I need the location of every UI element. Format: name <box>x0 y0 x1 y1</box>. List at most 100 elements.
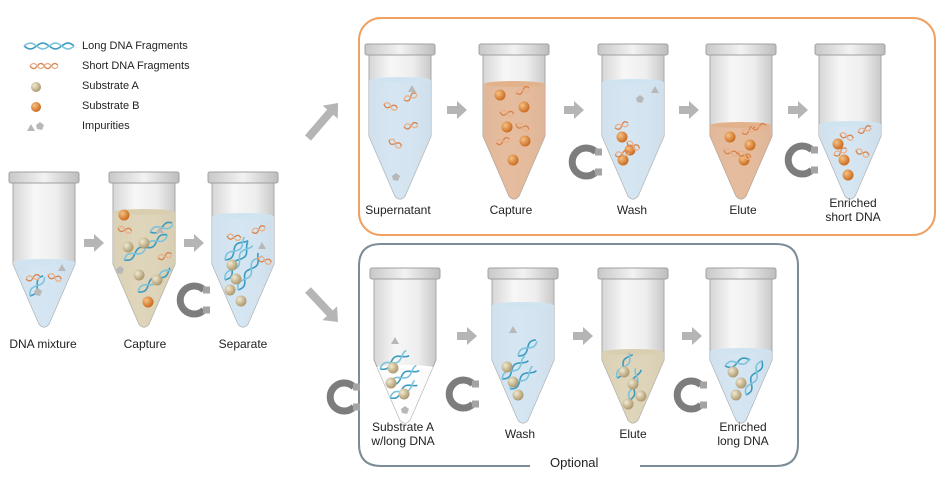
tube-substrate-a-long-dna <box>369 267 441 424</box>
substrate-b-bead <box>624 144 636 156</box>
short-dna-fragment <box>626 140 641 151</box>
tube-cap <box>814 43 886 56</box>
impurity <box>156 226 164 233</box>
substrate-a-bead <box>122 241 134 253</box>
short-dna-fragment <box>226 233 242 242</box>
short-dna-fragment <box>47 273 62 282</box>
legend-label-short-dna: Short DNA Fragments <box>82 60 190 72</box>
impurity <box>401 406 409 414</box>
impurity <box>636 95 644 103</box>
long-dna-fragment <box>149 221 174 234</box>
short-dna-fragment <box>855 148 870 158</box>
magnet-icon <box>784 142 818 178</box>
bottom-label-elute: Elute <box>619 427 647 441</box>
arrow-right-icon <box>447 101 467 119</box>
legend-label-substrate-b: Substrate B <box>82 100 140 112</box>
tube-cap <box>369 267 441 280</box>
short-dna-fragment <box>157 251 173 261</box>
short-dna-workflow-frame <box>358 17 936 236</box>
long-dna-fragment <box>23 42 75 50</box>
tube-separate <box>207 171 279 328</box>
short-dna-fragment <box>403 121 419 130</box>
substrate-a-bead <box>151 274 163 286</box>
substrate-a-bead <box>622 398 634 410</box>
impurity <box>391 337 399 344</box>
tube-top-elute <box>705 43 777 200</box>
substrate-a-bead <box>727 366 739 378</box>
top-label-capture: Capture <box>489 203 533 217</box>
substrate-b-bead <box>118 209 130 221</box>
impurity <box>34 288 42 296</box>
impurity <box>408 85 416 92</box>
magnet-icon <box>445 376 479 412</box>
short-dna-fragment <box>857 125 872 134</box>
top-label-wash: Wash <box>616 203 648 217</box>
tube-cap <box>364 43 436 56</box>
substrate-b-bead <box>501 121 513 133</box>
substrate-a-bead <box>507 376 519 388</box>
optional-label: Optional <box>536 455 613 470</box>
substrate-a-bead <box>387 362 399 374</box>
short-dna-fragment <box>25 273 41 282</box>
substrate-b-bead <box>738 154 750 166</box>
step-label-capture: Capture <box>123 337 167 351</box>
impurity <box>392 173 400 181</box>
legend-label-long-dna: Long DNA Fragments <box>82 40 188 52</box>
substrate-a-bead <box>31 82 41 92</box>
arrow-right-icon <box>184 234 204 252</box>
substrate-b-bead <box>744 139 756 151</box>
substrate-a-bead <box>226 259 238 271</box>
short-dna-fragment <box>495 136 511 146</box>
impurity <box>651 86 659 93</box>
tube-top-wash <box>597 43 669 200</box>
arrow-diagonal-icon <box>305 287 338 322</box>
long-dna-workflow-frame <box>358 243 799 467</box>
impurity <box>258 242 266 249</box>
arrow-right-icon <box>457 327 477 345</box>
top-label-enriched-short-dna: Enriched short DNA <box>825 196 881 224</box>
substrate-a-bead <box>512 389 524 401</box>
short-dna-fragment <box>614 121 629 130</box>
tube-cap <box>207 171 279 184</box>
substrate-a-bead <box>133 269 145 281</box>
tube-capture <box>108 171 180 328</box>
substrate-a-bead <box>224 284 236 296</box>
substrate-a-bead <box>635 390 647 402</box>
tube-cap <box>705 267 777 280</box>
short-dna-fragment <box>839 132 854 141</box>
long-dna-fragment <box>224 241 254 281</box>
short-dna-fragment <box>43 62 59 70</box>
tube-cap <box>705 43 777 56</box>
arrow-right-icon <box>564 101 584 119</box>
substrate-b-bead <box>832 138 844 150</box>
impurity <box>27 124 35 131</box>
substrate-a-bead <box>398 388 410 400</box>
magnet-icon <box>326 379 360 415</box>
impurity <box>58 264 66 271</box>
long-dna-fragment <box>744 359 764 396</box>
short-dna-fragment <box>403 92 418 102</box>
tube-cap <box>487 267 559 280</box>
tube-enriched-long-dna <box>705 267 777 424</box>
substrate-a-bead <box>735 377 747 389</box>
top-label-supernatant: Supernatant <box>365 203 431 217</box>
impurity <box>116 266 124 274</box>
substrate-a-bead <box>501 361 513 373</box>
bottom-label-substrate-a-long-dna: Substrate A w/long DNA <box>371 420 435 448</box>
impurity <box>509 326 517 333</box>
long-dna-fragment <box>724 357 751 369</box>
arrow-right-icon <box>573 327 593 345</box>
substrate-a-bead <box>230 273 242 285</box>
substrate-a-bead <box>627 378 639 390</box>
short-dna-fragment <box>257 256 272 265</box>
short-dna-fragment <box>737 150 752 160</box>
short-dna-fragment <box>251 225 266 234</box>
substrate-b-bead <box>617 154 629 166</box>
tube-cap <box>597 267 669 280</box>
short-dna-fragment <box>388 138 403 149</box>
substrate-b-bead <box>724 131 736 143</box>
substrate-a-bead <box>618 366 630 378</box>
tube-enriched-short-dna <box>814 43 886 200</box>
substrate-b-bead <box>519 135 531 147</box>
